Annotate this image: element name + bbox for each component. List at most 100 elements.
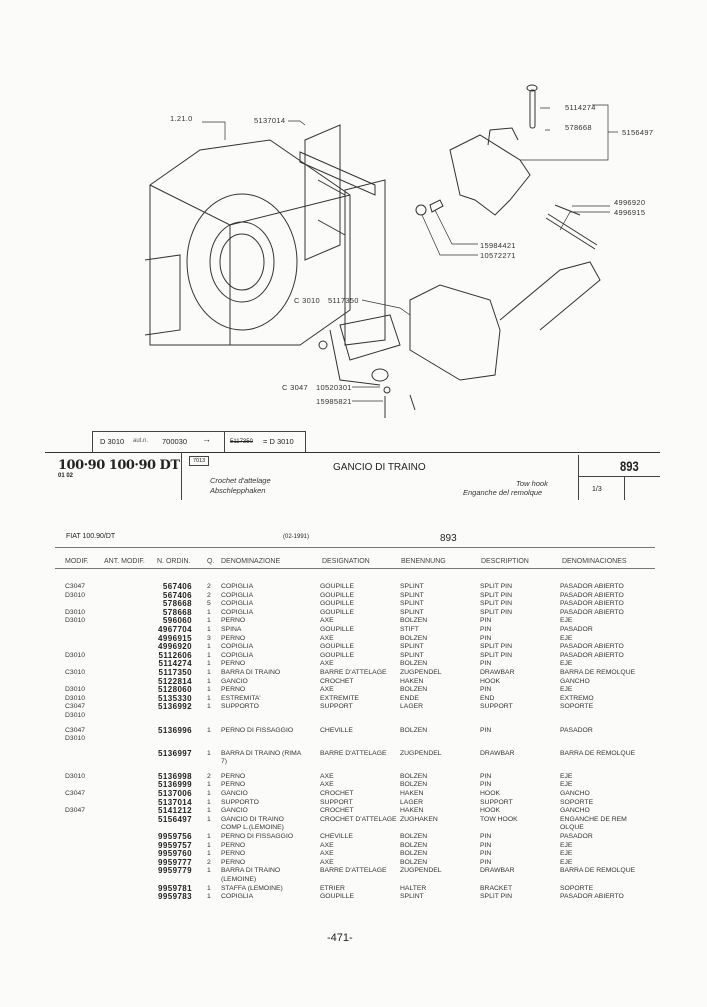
cell-part-number: 578668 <box>162 607 192 617</box>
label-15984421: 15984421 <box>480 241 516 250</box>
cell-benennung: SPLINT <box>400 608 424 616</box>
cell-quantity: 1 <box>207 677 211 685</box>
label-578668: 578668 <box>565 123 592 132</box>
cell-quantity: 1 <box>207 884 211 892</box>
cell-designation: GOUPILLE <box>320 625 354 633</box>
cell-description: END <box>480 694 495 702</box>
cell-part-number: 596060 <box>162 616 192 626</box>
cell-denominazione: COPIGLIA <box>221 591 254 599</box>
cell-quantity: 1 <box>207 798 211 806</box>
cell-designation: BARRE D'ATTELAGE <box>320 668 387 676</box>
cell-designation: GOUPILLE <box>320 600 354 608</box>
cell-designation: CROCHET <box>320 677 354 685</box>
cell-part-number: 9959760 <box>158 849 192 859</box>
cell-part-number: 9959777 <box>158 857 192 867</box>
cell-part-number: 9959756 <box>158 832 192 842</box>
cell-description: SPLIT PIN <box>480 608 512 616</box>
cell-quantity: 1 <box>207 749 211 757</box>
cell-quantity: 1 <box>207 841 211 849</box>
cell-designation: AXE <box>320 686 334 694</box>
cell-benennung: SPLINT <box>400 591 424 599</box>
cell-description: HOOK <box>480 790 501 798</box>
cell-denominaciones: PASADOR ABIERTO <box>560 600 624 608</box>
cell-modif: D3010 <box>65 617 86 625</box>
cell-part-number: 4967704 <box>158 624 192 634</box>
cell-benennung: STIFT <box>400 625 419 633</box>
cell-quantity: 1 <box>207 790 211 798</box>
cell-denominazione: COPIGLIA <box>221 893 254 901</box>
cell-modif: D3010 <box>65 591 86 599</box>
cell-denominaciones: ENGANCHE DE REMOLQUE <box>560 815 627 832</box>
cell-denominazione: ESTREMITA' <box>221 694 261 702</box>
title-en: Tow hook <box>516 479 548 488</box>
cell-quantity: 1 <box>207 703 211 711</box>
cell-denominaciones: EJE <box>560 772 573 780</box>
col-benennung: BENENNUNG <box>401 558 446 565</box>
label-c3010: C 3010 <box>294 296 320 305</box>
cell-designation: AXE <box>320 781 334 789</box>
transmission-housing <box>144 139 351 346</box>
cell-modif: C3047 D3010 <box>65 726 86 743</box>
cell-benennung: BOLZEN <box>400 660 428 668</box>
cell-quantity: 1 <box>207 651 211 659</box>
cell-designation: SUPPORT <box>320 798 353 806</box>
cell-part-number: 5117350 <box>158 667 192 677</box>
leader-lines <box>202 104 618 402</box>
cell-denominazione: PERNO <box>221 634 246 642</box>
cell-description: PIN <box>480 686 492 694</box>
cell-designation: GOUPILLE <box>320 608 354 616</box>
cell-designation: GOUPILLE <box>320 583 354 590</box>
cell-quantity: 1 <box>207 668 211 676</box>
cell-benennung: SPLINT <box>400 643 424 651</box>
cell-denominazione: GANCIO <box>221 790 248 798</box>
cell-quantity: 1 <box>207 694 211 702</box>
label-4996915: 4996915 <box>614 208 646 217</box>
cell-designation: ETRIER <box>320 884 345 892</box>
cell-benennung: BOLZEN <box>400 726 428 734</box>
cell-denominaciones: PASADOR ABIERTO <box>560 583 624 590</box>
cell-description: DRAWBAR <box>480 668 515 676</box>
cell-designation: GOUPILLE <box>320 643 354 651</box>
cell-part-number: 9959779 <box>158 866 192 876</box>
cell-denominaciones: PASADOR ABIERTO <box>560 651 624 659</box>
cell-description: HOOK <box>480 677 501 685</box>
cell-part-number: 5122814 <box>158 676 192 686</box>
cell-denominaciones: SOPORTE <box>560 798 594 806</box>
model-title: 100·90 100·90 DT <box>58 458 180 473</box>
cell-denominaciones: SOPORTE <box>560 703 594 711</box>
col-q: Q. <box>207 558 215 565</box>
cell-part-number: 5136997 <box>158 748 192 758</box>
cell-description: SPLIT PIN <box>480 583 512 590</box>
cell-designation: AXE <box>320 772 334 780</box>
bolt-and-washer <box>415 199 444 216</box>
cell-quantity: 1 <box>207 815 211 823</box>
cell-part-number: 5112606 <box>158 650 192 660</box>
section-code: 7013 <box>189 456 210 466</box>
cell-designation: CROCHET <box>320 790 354 798</box>
cell-quantity: 1 <box>207 617 211 625</box>
cell-modif: C3010 <box>65 668 86 676</box>
cell-benennung: ZUGPENDEL <box>400 867 442 875</box>
cell-benennung: SPLINT <box>400 600 424 608</box>
sheet-number: 1/3 <box>592 486 602 493</box>
col-denominaciones: DENOMINACIONES <box>562 558 627 565</box>
label-15985821: 15985821 <box>316 397 352 406</box>
cell-part-number: 5137014 <box>158 797 192 807</box>
cell-quantity: 2 <box>207 591 211 599</box>
cell-part-number: 5136998 <box>158 771 192 781</box>
cell-denominazione: PERNO <box>221 841 246 849</box>
cell-designation: AXE <box>320 850 334 858</box>
col-ant-modif: ANT. MODIF. <box>104 558 145 565</box>
strip-serial: 700030 <box>162 437 188 446</box>
cell-description: BRACKET <box>480 884 513 892</box>
